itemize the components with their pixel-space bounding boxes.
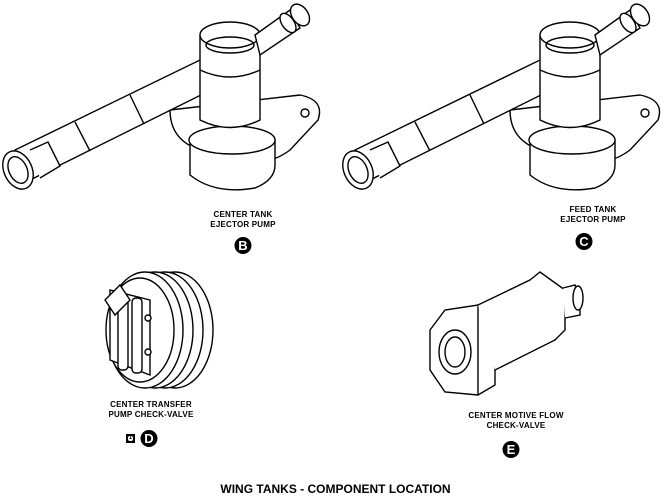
label-center-transfer-pump-check-valve: CENTER TRANSFER PUMP CHECK-VALVE	[109, 400, 194, 420]
note-number: 1	[128, 435, 133, 441]
callout-badge-c: C	[575, 233, 593, 250]
callout-badge-d: D	[140, 430, 158, 447]
label-line-1: FEED TANK	[569, 205, 617, 214]
label-line-1: CENTER TRANSFER	[110, 400, 192, 409]
label-line-2: CHECK-VALVE	[486, 421, 546, 430]
center-transfer-pump-check-valve-drawing	[104, 271, 214, 389]
label-center-motive-flow-check-valve: CENTER MOTIVE FLOW CHECK-VALVE	[468, 411, 563, 431]
center-tank-ejector-pump-drawing	[0, 0, 321, 195]
label-line-1: CENTER TANK	[213, 210, 273, 219]
center-motive-flow-check-valve-drawing	[429, 271, 584, 396]
note-reference-icon: 1	[126, 434, 135, 443]
label-line-2: EJECTOR PUMP	[560, 215, 626, 224]
label-line-2: EJECTOR PUMP	[210, 220, 276, 229]
label-line-2: PUMP CHECK-VALVE	[108, 410, 194, 419]
label-center-tank-ejector-pump: CENTER TANK EJECTOR PUMP	[210, 210, 275, 230]
feed-tank-ejector-pump-drawing	[336, 0, 661, 195]
label-feed-tank-ejector-pump: FEED TANK EJECTOR PUMP	[560, 205, 625, 225]
label-line-1: CENTER MOTIVE FLOW	[468, 411, 564, 420]
callout-badge-e: E	[502, 441, 520, 458]
figure-title: WING TANKS - COMPONENT LOCATION	[220, 482, 451, 496]
callout-badge-b: B	[234, 237, 252, 254]
